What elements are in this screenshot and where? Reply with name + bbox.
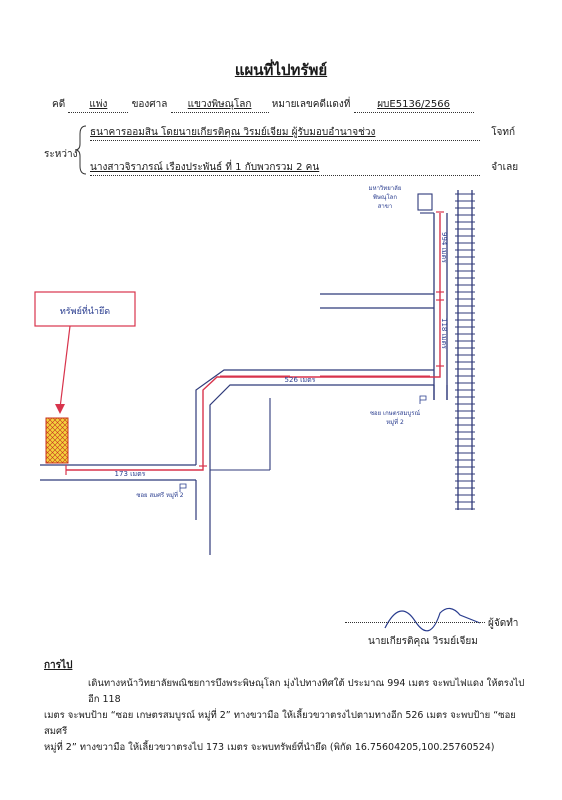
property-label: ทรัพย์ที่นำยึด — [60, 304, 110, 317]
plaintiff-name: ธนาคารออมสิน โดยนายเกียรติคุณ วิรมย์เจีย… — [90, 125, 480, 141]
origin-note-3: สาขา — [378, 203, 393, 210]
signature-scribble — [384, 607, 481, 632]
signature-name: นายเกียรติคุณ วิรมย์เจียม — [368, 636, 478, 647]
directions-text: เดินทางหน้าวิทยาลัยพณิชยการบึงพระพิษณุโล… — [44, 676, 534, 756]
property-arrow — [59, 325, 71, 409]
between-label: ระหว่าง — [44, 149, 78, 160]
origin-note-1: มหาวิทยาลัย — [369, 185, 402, 192]
case-label: คดี — [52, 99, 66, 110]
case-type: แพ่ง — [68, 97, 129, 113]
soi2-note: ซอย สมศรี หมู่ที่ 2 — [136, 491, 183, 499]
court-name: แขวงพิษณุโลก — [170, 97, 269, 113]
brace — [74, 125, 87, 175]
plaintiff-line: ธนาคารออมสิน โดยนายเกียรติคุณ วิรมย์เจีย… — [90, 125, 515, 141]
property-plot — [45, 417, 69, 464]
directions-line-2: เมตร จะพบป้าย “ซอย เกษตรสมบูรณ์ หมู่ที่ … — [44, 710, 516, 737]
page-title: แผนที่ไปทรัพย์ — [234, 61, 328, 79]
plaintiff-role: โจทก์ — [491, 127, 516, 138]
case-line: คดี แพ่ง ของศาล แขวงพิษณุโลก หมายเลขคดีแ… — [52, 97, 512, 113]
distance-173: 173 เมตร — [115, 470, 146, 478]
signature-line — [345, 622, 485, 623]
distance-994: 994 เมตร — [440, 232, 448, 263]
property-label-box — [34, 291, 136, 327]
distance-526: 526 เมตร — [285, 376, 316, 384]
route-path — [66, 213, 441, 471]
defendant-name: นางสาวจิราภรณ์ เรืองประพันธ์ ที่ 1 กับพว… — [90, 160, 480, 176]
railway — [455, 190, 475, 510]
route-map: 994 เมตร 118 เมตร 526 เมตร 173 เมตร มหาว… — [34, 185, 475, 555]
origin-box — [417, 193, 433, 211]
soi1-note-1: ซอย เกษตรสมบูรณ์ — [370, 409, 421, 417]
court-label: ของศาล — [131, 99, 168, 110]
distance-118: 118 เมตร — [440, 318, 448, 349]
directions-line-3: หมู่ที่ 2” ทางขวามือ ให้เลี้ยวขวาตรงไป 1… — [44, 742, 495, 753]
signature-role: ผู้จัดทำ — [488, 618, 519, 629]
number-label: หมายเลขคดีแดงที่ — [271, 99, 351, 110]
defendant-line: นางสาวจิราภรณ์ เรืองประพันธ์ ที่ 1 กับพว… — [90, 160, 518, 176]
origin-note-2: พิษณุโลก — [373, 193, 397, 201]
defendant-role: จำเลย — [491, 162, 519, 173]
case-number: ผบE5136/2566 — [353, 97, 474, 113]
soi1-note-2: หมู่ที่ 2 — [386, 418, 404, 426]
directions-line-1: เดินทางหน้าวิทยาลัยพณิชยการบึงพระพิษณุโล… — [88, 678, 525, 705]
directions-heading: การไป — [44, 660, 73, 671]
